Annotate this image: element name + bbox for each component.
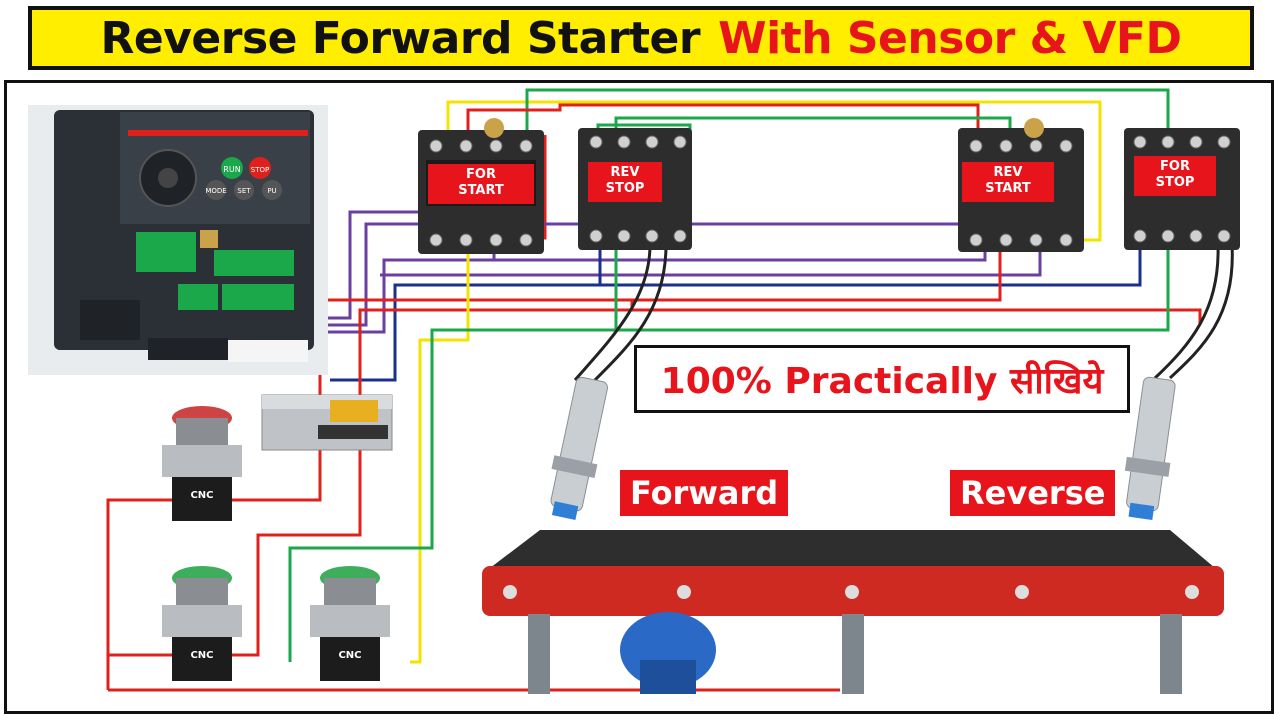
wire-purple-4 <box>494 222 987 262</box>
sensor-left <box>550 376 609 520</box>
vfd-run-label: RUN <box>223 165 240 174</box>
wire-green-top <box>525 88 1170 135</box>
relay-label-for-start: FOR START <box>428 164 534 204</box>
button-brand-green-1: CNC <box>190 650 213 661</box>
relay-for-stop-line1: FOR <box>1160 159 1190 174</box>
vfd-mode-label: MODE <box>205 187 226 195</box>
wire-yellow-long <box>410 240 470 664</box>
wire-black-sensor-right-2 <box>1168 244 1234 380</box>
wire-black-sensor-right <box>1153 244 1220 380</box>
vfd-stop-key <box>249 157 271 179</box>
vfd-run-key <box>221 157 243 179</box>
power-supply <box>261 394 393 451</box>
vfd-set-label: SET <box>237 187 251 195</box>
title-primary: Reverse Forward Starter <box>100 12 701 64</box>
wire-black-sensor-left <box>573 244 652 381</box>
wires <box>106 88 1234 692</box>
wire-black-sensor-left-2 <box>593 244 668 382</box>
push-button-green-1 <box>162 566 242 681</box>
relay-label-for-stop: FOR STOP <box>1134 156 1216 196</box>
relay-rev-stop-line2: STOP <box>605 181 645 196</box>
relay-for-start-line1: FOR <box>466 167 496 182</box>
callout-practical: 100% Practically सीखिये <box>634 345 1130 413</box>
relay-label-rev-stop: REV STOP <box>588 162 662 202</box>
relay-for-start-line2: START <box>458 183 504 198</box>
relay-for-stop-line2: STOP <box>1155 175 1195 190</box>
relay-rev-stop-line1: REV <box>610 165 640 180</box>
relay-label-rev-start: REV START <box>962 162 1054 202</box>
relay-rev-start-line1: REV <box>993 165 1023 180</box>
wire-yellow-top <box>446 100 1102 242</box>
title-bar: Reverse Forward Starter With Sensor & VF… <box>28 6 1254 70</box>
sensor-right <box>1124 376 1176 520</box>
relay-rev-start-line2: START <box>985 181 1031 196</box>
title-highlight: With Sensor & VFD <box>718 12 1182 64</box>
label-reverse: Reverse <box>950 470 1116 516</box>
wire-green-long <box>288 248 1170 662</box>
button-brand-red: CNC <box>190 490 213 501</box>
wire-blue-1 <box>330 245 1142 382</box>
vfd-pu-label: PU <box>267 187 276 195</box>
push-button-red <box>162 406 242 521</box>
relay-terminals <box>429 135 1231 247</box>
vfd-stop-label: STOP <box>251 166 269 174</box>
diagram-frame <box>4 80 1274 714</box>
button-brand-green-2: CNC <box>338 650 361 661</box>
conveyor <box>482 530 1224 694</box>
vfd-drive: RUN STOP MODE SET PU <box>28 105 328 375</box>
push-button-green-2 <box>310 566 390 681</box>
wire-purple-2 <box>300 222 1040 327</box>
wire-red-mid <box>108 308 1202 657</box>
wire-red-top <box>466 103 980 135</box>
label-forward: Forward <box>620 470 789 516</box>
